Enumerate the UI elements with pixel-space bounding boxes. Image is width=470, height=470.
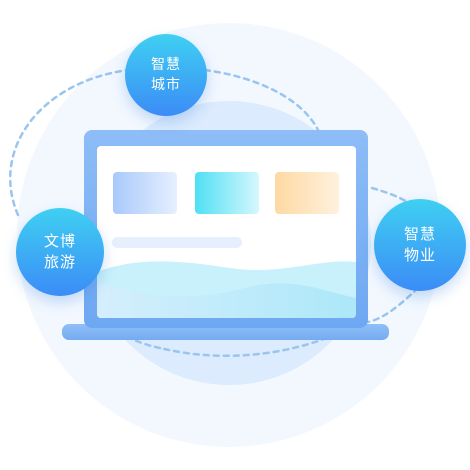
card-cyan (195, 172, 259, 214)
smart-city-label-line2: 城市 (151, 77, 181, 93)
smart-city-bubble[interactable]: 智慧 城市 (125, 34, 207, 116)
card-orange (275, 172, 339, 214)
smart-city-label-line1: 智慧 (151, 57, 181, 73)
smart-property-label-line1: 智慧 (403, 225, 436, 243)
text-placeholder-bar (112, 237, 242, 248)
card-blue (113, 172, 177, 214)
smart-property-label-line2: 物业 (403, 246, 436, 264)
smart-property-bubble[interactable]: 智慧 物业 (374, 199, 466, 291)
culture-tourism-label-line1: 文博 (43, 232, 76, 250)
culture-tourism-label-line2: 旅游 (43, 253, 76, 271)
wave-front (97, 282, 356, 318)
culture-tourism-bubble[interactable]: 文博 旅游 (16, 208, 104, 296)
